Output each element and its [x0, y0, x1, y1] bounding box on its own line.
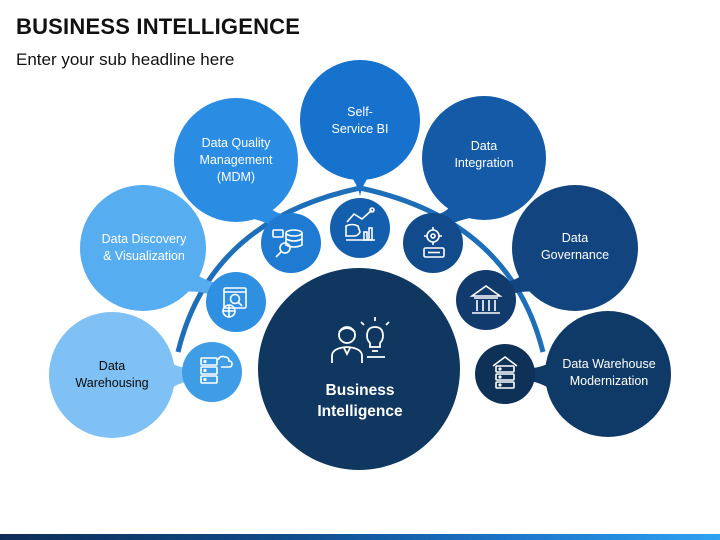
icon-circle-data-discovery	[206, 272, 266, 332]
analytics-globe-icon	[222, 287, 247, 318]
center-label: Business Intelligence	[317, 382, 403, 420]
house-server-icon	[492, 356, 518, 389]
node-data-governance[interactable]	[456, 185, 638, 330]
bubble-data-governance	[512, 185, 638, 311]
label-data-discovery: Data Discovery & Visualization	[101, 232, 187, 263]
page-title: BUSINESS INTELLIGENCE	[16, 14, 301, 39]
bubble-data-warehouse-modernization	[545, 311, 671, 437]
bubble-data-discovery	[80, 185, 206, 311]
gear-card-icon	[423, 227, 445, 258]
node-data-warehousing[interactable]	[49, 312, 242, 438]
label-data-warehousing: Data Warehousing	[75, 359, 149, 390]
node-data-quality[interactable]	[174, 98, 321, 273]
center-bubble	[258, 268, 460, 470]
node-data-integration[interactable]	[403, 96, 546, 273]
node-data-discovery[interactable]	[80, 185, 266, 332]
icon-circle-data-warehousing	[182, 342, 242, 402]
node-self-service-bi[interactable]	[300, 60, 420, 258]
icon-circle-data-governance	[456, 270, 516, 330]
icon-circle-data-quality	[261, 213, 321, 273]
page-subtitle: Enter your sub headline here	[16, 50, 235, 69]
node-data-warehouse-modernization[interactable]	[475, 311, 671, 437]
label-data-governance: Data Governance	[540, 231, 610, 262]
bubble-data-warehousing	[49, 312, 175, 438]
bubble-self-service-bi	[300, 60, 420, 180]
label-data-warehouse-modernization: Data Warehouse Modernization	[562, 357, 656, 388]
person-idea-icon	[331, 317, 390, 363]
database-search-icon	[272, 229, 303, 258]
hand-chart-icon	[345, 207, 375, 241]
footer-accent-bar	[0, 534, 720, 540]
server-cloud-icon	[200, 355, 233, 384]
label-data-integration: Data Integration	[454, 139, 514, 170]
government-building-icon	[469, 285, 503, 314]
icon-circle-self-service-bi	[330, 198, 390, 258]
bubble-data-quality	[174, 98, 298, 222]
label-self-service-bi: Self- Service BI	[331, 105, 389, 136]
center-node-business-intelligence[interactable]	[258, 268, 460, 470]
bubble-data-integration	[422, 96, 546, 220]
label-data-quality: Data Quality Management (MDM)	[199, 135, 273, 184]
